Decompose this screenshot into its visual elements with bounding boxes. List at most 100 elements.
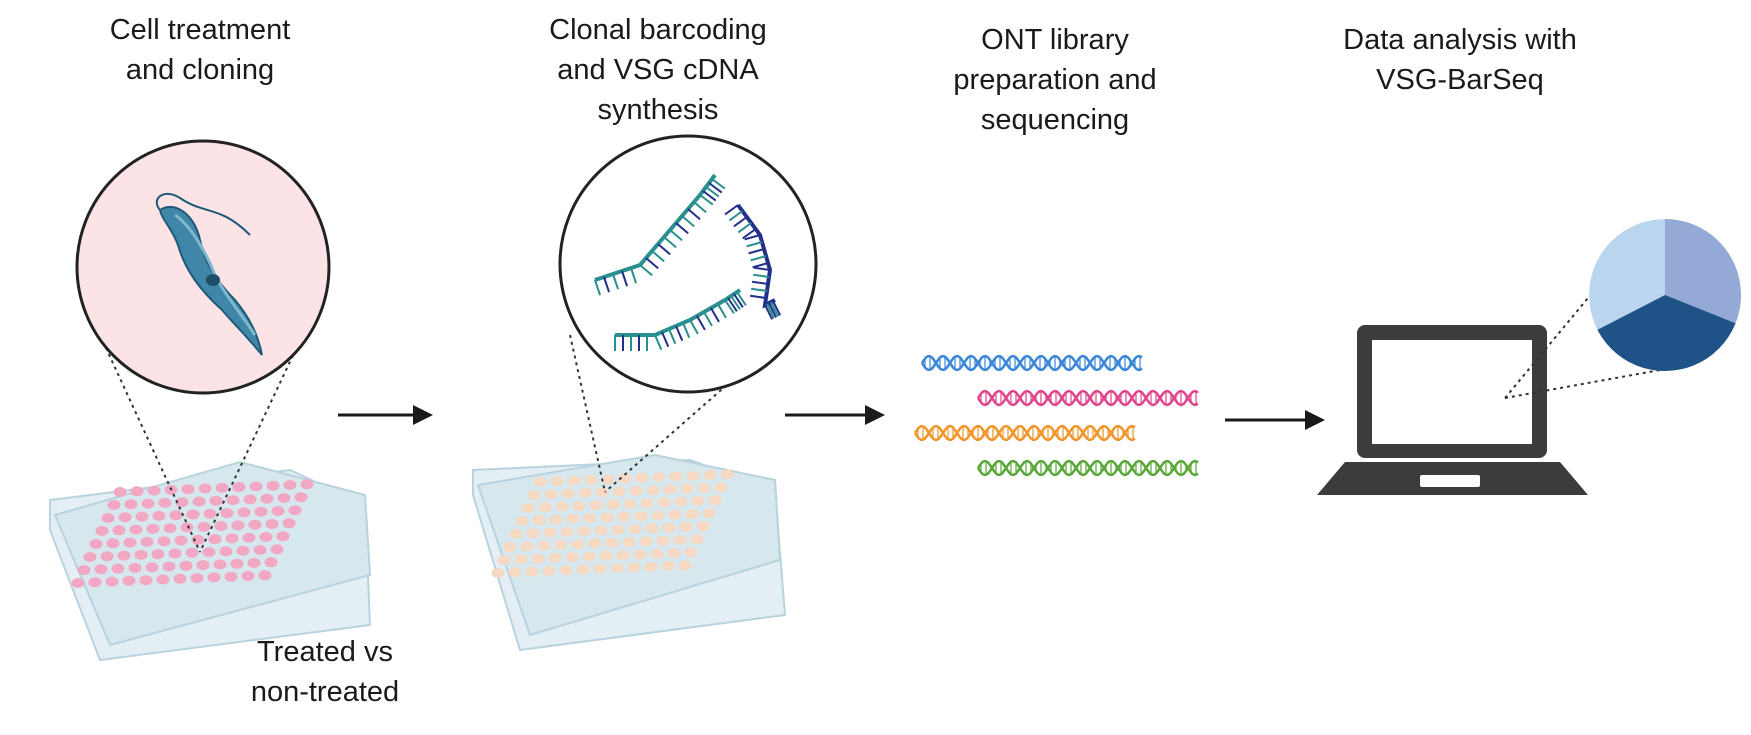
cdna-strand-icon	[614, 288, 747, 351]
well	[656, 535, 670, 546]
well	[276, 531, 290, 542]
well	[123, 537, 137, 548]
well	[270, 544, 284, 555]
well	[605, 537, 619, 548]
arrow-right-icon	[785, 405, 885, 425]
step-title-ont-library: ONT library preparation and sequencing	[905, 20, 1205, 140]
well	[231, 520, 245, 531]
well	[599, 550, 613, 561]
well	[696, 521, 710, 532]
step-title-line: and VSG cDNA	[557, 54, 759, 86]
well	[691, 496, 705, 506]
well	[549, 514, 563, 525]
well	[163, 523, 177, 534]
step-title-line: Data analysis with	[1343, 24, 1577, 56]
well	[259, 532, 273, 542]
well	[157, 536, 171, 547]
well	[209, 495, 223, 506]
well	[702, 508, 716, 519]
well	[634, 511, 648, 522]
well	[491, 568, 505, 578]
well	[571, 539, 585, 550]
zoom-circle-cdna	[558, 134, 818, 394]
well	[686, 470, 700, 481]
well	[283, 480, 297, 490]
well	[128, 562, 142, 573]
trypanosome-icon	[155, 192, 263, 356]
well	[661, 561, 675, 571]
well	[629, 485, 643, 496]
well	[113, 487, 127, 497]
step-title-line: synthesis	[597, 94, 719, 126]
well	[582, 551, 596, 562]
well	[249, 481, 263, 492]
well	[140, 536, 154, 547]
well	[208, 534, 222, 545]
well	[635, 472, 649, 483]
well	[497, 555, 511, 565]
well	[515, 516, 529, 526]
well	[215, 482, 229, 493]
well	[651, 510, 665, 521]
well	[663, 484, 677, 495]
well	[232, 482, 246, 493]
well	[684, 547, 698, 558]
well	[111, 563, 125, 574]
well	[169, 510, 183, 521]
well	[610, 563, 624, 574]
well	[220, 508, 234, 519]
well	[538, 502, 552, 513]
well	[550, 476, 564, 487]
well	[680, 483, 694, 494]
step-title-line: sequencing	[980, 104, 1130, 136]
well	[652, 472, 666, 483]
well	[650, 548, 664, 559]
plate-caption-line: non-treated	[250, 676, 400, 708]
well	[185, 547, 199, 558]
plate-caption: Treated vs non-treated	[200, 632, 450, 712]
well	[633, 549, 647, 560]
well	[71, 578, 85, 588]
well	[593, 563, 607, 574]
well	[514, 554, 528, 565]
cdna-strand-icon	[724, 203, 782, 320]
well	[567, 475, 581, 486]
well	[548, 552, 562, 563]
well	[147, 485, 161, 496]
well	[156, 574, 170, 585]
well	[124, 499, 138, 510]
well	[627, 562, 641, 573]
well	[678, 560, 692, 571]
well	[105, 576, 119, 587]
well	[277, 493, 291, 503]
well	[191, 534, 205, 545]
well	[606, 499, 620, 510]
well	[180, 522, 194, 533]
well	[674, 496, 688, 507]
well	[266, 480, 280, 491]
well	[697, 483, 711, 493]
well	[94, 564, 108, 575]
pie-chart-icon	[1589, 219, 1741, 371]
well	[258, 570, 272, 581]
well	[639, 536, 653, 547]
well	[644, 561, 658, 572]
dna-helix-icon	[976, 389, 1199, 407]
well	[89, 539, 103, 549]
well	[129, 524, 143, 535]
well	[673, 535, 687, 545]
cdna-strand-icon	[594, 173, 726, 296]
well	[145, 562, 159, 573]
well	[685, 509, 699, 519]
well	[288, 505, 302, 516]
well	[300, 479, 314, 490]
well	[106, 538, 120, 549]
well	[537, 540, 551, 551]
dna-helix-icon	[913, 424, 1136, 442]
dna-helix-icon	[920, 354, 1143, 372]
well	[611, 524, 625, 535]
well	[646, 485, 660, 496]
well	[213, 559, 227, 570]
well	[601, 474, 615, 485]
well	[214, 521, 228, 532]
